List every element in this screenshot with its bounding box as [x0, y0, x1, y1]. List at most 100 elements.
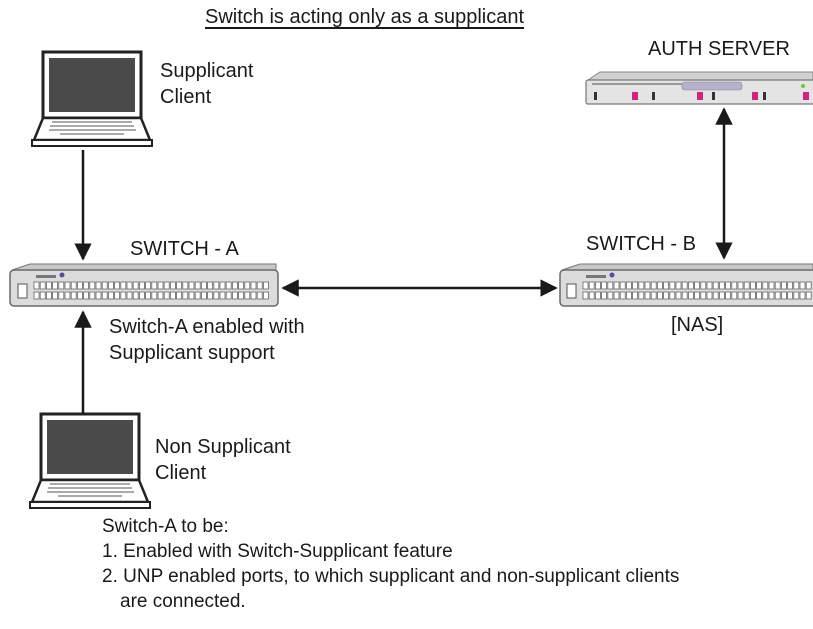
switch-port: [95, 291, 102, 300]
switch-port: [262, 291, 269, 300]
switch-port: [706, 281, 713, 290]
switch-port: [719, 291, 725, 300]
switch-port: [207, 281, 214, 290]
switch-port: [108, 281, 114, 290]
switch-port: [700, 281, 707, 290]
switch-b-caption: [NAS]: [671, 314, 724, 336]
switch-port: [101, 291, 108, 300]
non-supplicant-laptop-icon: [29, 412, 151, 509]
switch-port: [675, 281, 682, 290]
requirement-item: are connected.: [120, 591, 246, 612]
switch-port: [39, 291, 46, 300]
switch-port: [675, 291, 682, 300]
switch-port: [200, 281, 207, 290]
switch-port: [756, 291, 762, 300]
switch-port: [762, 291, 769, 300]
switch-port: [231, 291, 238, 300]
switch-port: [126, 281, 133, 290]
requirement-item: 1. Enabled with Switch-Supplicant featur…: [102, 541, 453, 562]
switch-port: [768, 291, 775, 300]
switch-port: [219, 291, 226, 300]
switch-port: [52, 281, 58, 290]
switch-port: [176, 281, 183, 290]
switch-port: [95, 281, 102, 290]
switch-port: [194, 291, 201, 300]
switch-port: [64, 281, 71, 290]
switch-port: [120, 291, 127, 300]
switch-port: [108, 291, 114, 300]
switch-port: [663, 291, 669, 300]
switch-port: [46, 291, 52, 300]
switch-port: [101, 281, 108, 290]
switch-port: [582, 281, 589, 290]
switch-port: [793, 291, 800, 300]
switch-port: [650, 281, 657, 290]
switch-port: [89, 291, 96, 300]
switch-port: [132, 291, 139, 300]
switch-port: [650, 291, 657, 300]
switch-port: [145, 281, 152, 290]
switch-port: [626, 291, 632, 300]
switch-port: [688, 291, 694, 300]
switch-port: [256, 281, 263, 290]
switch-port: [39, 281, 46, 290]
switch-port: [737, 281, 744, 290]
switch-port: [607, 281, 614, 290]
switch-port: [213, 291, 220, 300]
switch-port: [588, 281, 595, 290]
requirement-item: 2. UNP enabled ports, to which supplican…: [102, 566, 680, 587]
switch-port: [126, 291, 133, 300]
switch-port: [238, 281, 245, 290]
switch-port: [781, 281, 787, 290]
switch-port: [743, 291, 750, 300]
switch-port: [762, 281, 769, 290]
switch-port: [731, 281, 738, 290]
switch-port: [601, 281, 607, 290]
switch-a-caption: Switch-A enabled with Supplicant support: [109, 316, 305, 364]
switch-port: [64, 291, 71, 300]
switch-port: [213, 281, 220, 290]
switch-port: [774, 291, 781, 300]
switch-port: [77, 281, 83, 290]
switch-port: [706, 291, 713, 300]
switch-port: [657, 281, 663, 290]
switch-port: [33, 291, 40, 300]
switch-port: [114, 291, 120, 300]
switch-port: [138, 291, 145, 300]
switch-port: [244, 291, 251, 300]
switch-a-label: SWITCH - A: [130, 238, 239, 260]
switch-port: [638, 281, 645, 290]
switch-port: [120, 281, 127, 290]
switch-port: [607, 291, 614, 300]
switch-port: [799, 281, 806, 290]
switch-port: [750, 291, 756, 300]
switch-port: [669, 281, 676, 290]
switch-port: [138, 281, 145, 290]
switch-port: [756, 281, 762, 290]
switch-port: [681, 281, 688, 290]
switch-port: [262, 281, 269, 290]
auth-server-label: AUTH SERVER: [648, 38, 790, 60]
switch-port: [225, 291, 232, 300]
switch-port: [188, 281, 195, 290]
switch-port: [694, 291, 700, 300]
switch-port: [774, 281, 781, 290]
switch-port: [83, 281, 89, 290]
switch-port: [176, 291, 183, 300]
switch-port: [219, 281, 226, 290]
switch-port: [114, 281, 120, 290]
switch-port: [77, 291, 83, 300]
switch-port: [70, 291, 77, 300]
supplicant-laptop-icon: [31, 50, 153, 147]
switch-port: [694, 281, 700, 290]
switch-port: [151, 281, 158, 290]
switch-port: [244, 281, 251, 290]
auth-server-icon: [585, 71, 813, 105]
switch-port: [52, 291, 58, 300]
switch-port: [89, 281, 96, 290]
switch-port: [663, 281, 669, 290]
switch-port: [132, 281, 139, 290]
switch-port: [169, 291, 176, 300]
switch-port: [601, 291, 607, 300]
